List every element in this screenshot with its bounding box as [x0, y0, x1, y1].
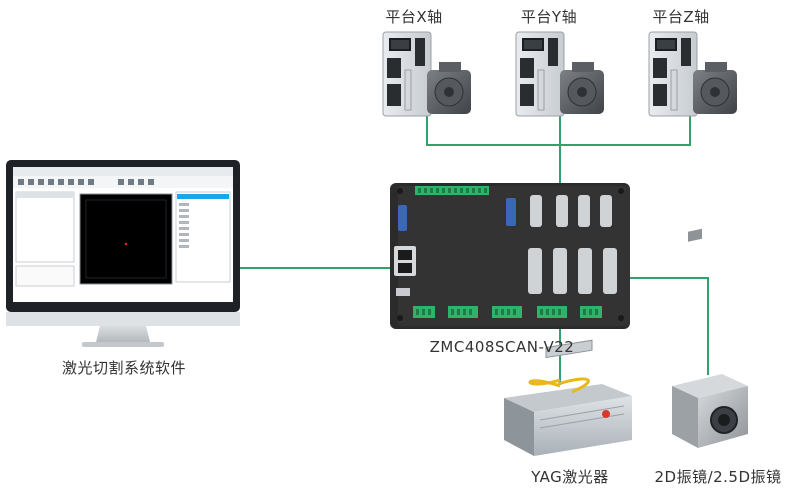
label-software: 激光切割系统软件 [61, 359, 187, 377]
galvo-scanner [672, 228, 748, 448]
label-yag-laser: YAG激光器 [531, 468, 609, 486]
label-axis-x: 平台X轴 [385, 8, 443, 26]
label-axis-y: 平台Y轴 [520, 8, 578, 26]
label-galvo: 2D振镜/2.5D振镜 [654, 468, 782, 486]
controller-board [390, 183, 630, 329]
label-controller: ZMC408SCAN-V22 [429, 338, 575, 356]
servo-y [515, 31, 604, 117]
label-axis-z: 平台Z轴 [652, 8, 710, 26]
servo-z [648, 31, 737, 117]
servo-x [382, 31, 471, 117]
line-axis-z [560, 110, 691, 146]
yag-laser [504, 339, 632, 456]
pc-monitor [6, 160, 240, 347]
line-axis-x [426, 110, 560, 146]
line-galvo [612, 277, 709, 375]
